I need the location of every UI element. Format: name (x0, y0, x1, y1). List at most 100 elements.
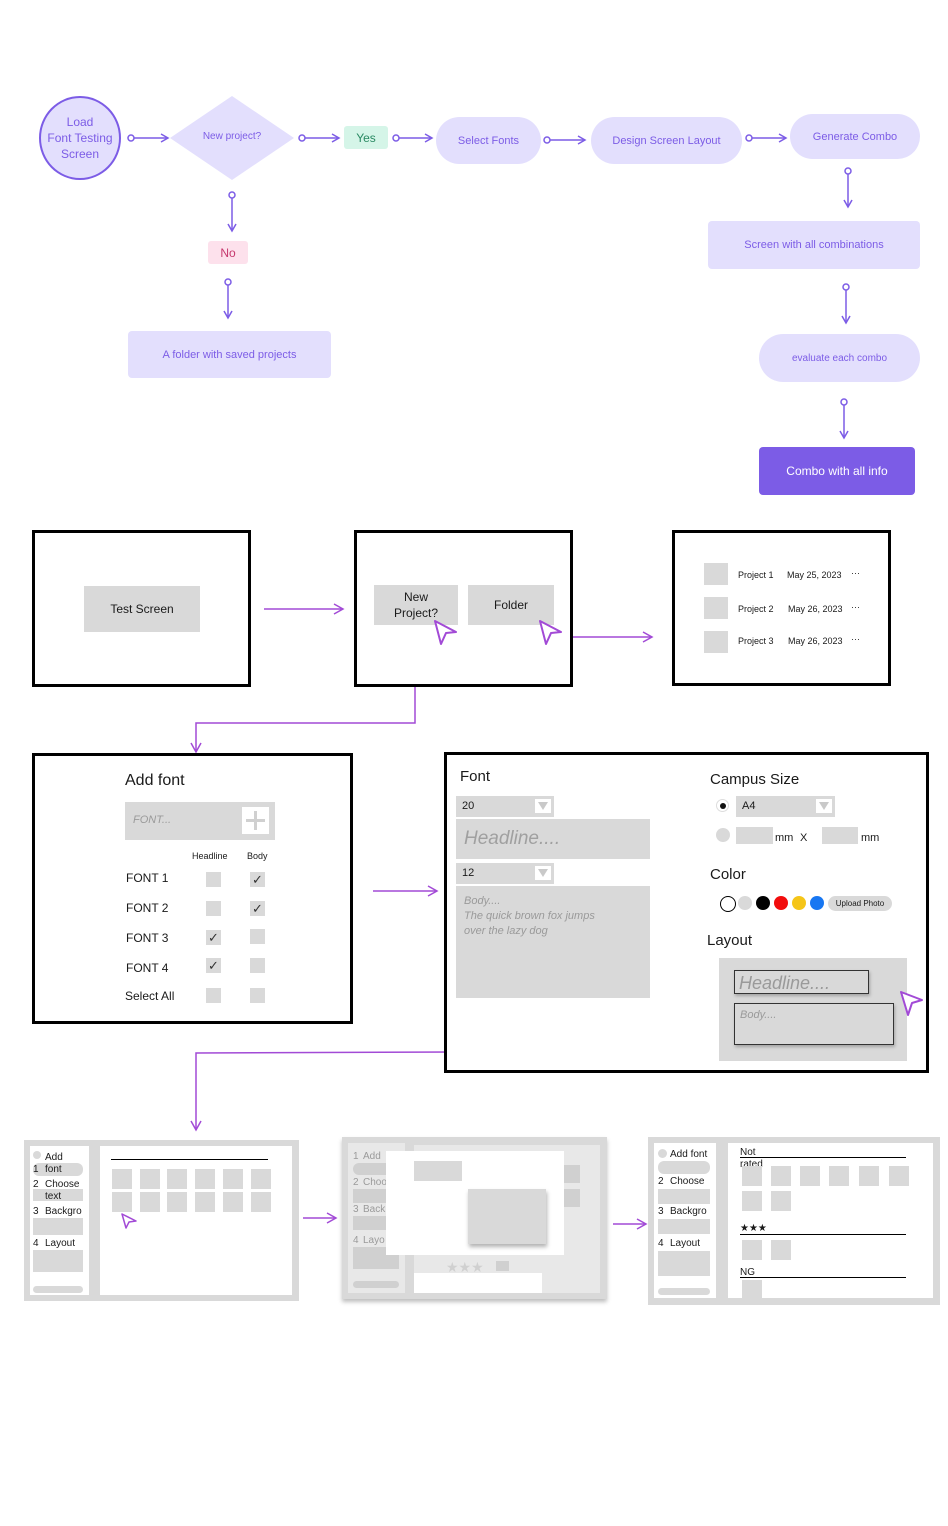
step-label[interactable]: Choose (45, 1179, 80, 1190)
divider (740, 1234, 906, 1235)
step-label[interactable]: Add (45, 1152, 63, 1163)
step-label[interactable]: font (45, 1164, 62, 1175)
combo-tile[interactable] (223, 1169, 243, 1189)
add-font-button[interactable] (242, 807, 269, 834)
step-number: 3 (658, 1206, 664, 1217)
combo-tile[interactable] (889, 1166, 909, 1186)
step-number: 2 (33, 1179, 39, 1190)
body-preview: Body.... The quick brown fox jumps over … (456, 886, 650, 998)
more-icon[interactable]: ··· (851, 634, 860, 644)
combo-tile[interactable] (251, 1192, 271, 1212)
headline-checkbox[interactable]: ✓ (206, 958, 221, 973)
combo-tile[interactable] (167, 1169, 187, 1189)
combo-tile[interactable] (112, 1169, 132, 1189)
color-swatch-blue[interactable] (810, 896, 824, 910)
thumb-rated-screen: Add font 2 Choose 3 Backgro 4 Layout Not… (648, 1137, 940, 1305)
project-name[interactable]: Project 2 (738, 604, 774, 614)
project-thumb (704, 563, 728, 585)
canvas-preset-select[interactable]: A4 (736, 796, 835, 817)
size-x-label: X (800, 832, 808, 844)
combo-tile[interactable] (223, 1192, 243, 1212)
headline-checkbox[interactable]: ✓ (206, 930, 221, 945)
next-button[interactable] (33, 1286, 83, 1293)
step-label[interactable]: Back (363, 1204, 386, 1215)
color-swatch-white[interactable] (720, 896, 736, 912)
more-icon[interactable]: ··· (851, 602, 860, 612)
wire-add-font: Add font FONT... Headline Body FONT 1 ✓ … (32, 753, 353, 1024)
headline-size-value: 20 (462, 800, 475, 812)
headline-size-select[interactable]: 20 (456, 796, 554, 817)
color-swatch-black[interactable] (756, 896, 770, 910)
combo-tile[interactable] (859, 1166, 879, 1186)
step-label[interactable]: Backgro (670, 1206, 707, 1217)
step-label[interactable]: Choose (670, 1176, 705, 1187)
body-size-select[interactable]: 12 (456, 863, 554, 884)
combo-tile[interactable] (771, 1191, 791, 1211)
combo-tile[interactable] (167, 1192, 187, 1212)
layout-headline-box[interactable]: Headline.... (734, 970, 869, 994)
project-name[interactable]: Project 3 (738, 636, 774, 646)
combo-tile[interactable] (140, 1192, 160, 1212)
body-checkbox[interactable]: ✓ (250, 872, 265, 887)
preset-radio[interactable] (716, 799, 729, 812)
headline-checkbox[interactable] (206, 901, 221, 916)
combo-tile[interactable] (771, 1240, 791, 1260)
test-screen-button[interactable]: Test Screen (84, 586, 200, 632)
combo-tile[interactable] (195, 1192, 215, 1212)
step-bar (33, 1163, 83, 1176)
step-label[interactable]: Layout (45, 1238, 76, 1249)
height-input[interactable] (822, 827, 858, 844)
color-title: Color (710, 866, 746, 883)
headline-checkbox[interactable] (206, 872, 221, 887)
next-button[interactable] (353, 1281, 399, 1288)
project-thumb (704, 597, 728, 619)
add-font-title: Add font (125, 772, 185, 789)
project-name[interactable]: Project 1 (738, 570, 774, 580)
body-checkbox[interactable] (250, 958, 265, 973)
headline-checkbox[interactable] (206, 988, 221, 1003)
color-swatch-grey[interactable] (738, 896, 752, 910)
font-input[interactable]: FONT... (125, 802, 275, 840)
combo-tile[interactable] (771, 1166, 791, 1186)
yes-tag: Yes (344, 126, 388, 149)
combo-tile[interactable] (140, 1169, 160, 1189)
combo-tile[interactable] (829, 1166, 849, 1186)
step-number: 2 (658, 1176, 664, 1187)
combo-tile[interactable] (742, 1166, 762, 1186)
color-swatch-yellow[interactable] (792, 896, 806, 910)
font-row-label: FONT 3 (126, 931, 169, 945)
new-project-button[interactable]: New Project? (374, 585, 458, 625)
step-number: 4 (353, 1235, 359, 1246)
flag-icon[interactable] (496, 1261, 509, 1271)
body-checkbox[interactable] (250, 929, 265, 944)
combo-tile[interactable] (195, 1169, 215, 1189)
more-icon[interactable]: ··· (851, 568, 860, 578)
upload-photo-button[interactable]: Upload Photo (828, 896, 892, 911)
folder-button[interactable]: Folder (468, 585, 554, 625)
layout-body-box[interactable]: Body.... (734, 1003, 894, 1045)
step-label[interactable]: Layout (670, 1238, 701, 1249)
step-label[interactable]: Add font (670, 1149, 708, 1160)
color-swatch-red[interactable] (774, 896, 788, 910)
step-label[interactable]: Choo (363, 1177, 387, 1188)
combo-tile[interactable] (800, 1166, 820, 1186)
width-unit: mm (775, 832, 794, 844)
chevron-down-icon (535, 799, 551, 813)
next-button[interactable] (658, 1288, 710, 1295)
combo-tile[interactable] (742, 1240, 762, 1260)
step-label[interactable]: Add (363, 1151, 381, 1162)
combo-tile[interactable] (742, 1191, 762, 1211)
body-checkbox[interactable]: ✓ (250, 901, 265, 916)
combo-tile[interactable] (112, 1192, 132, 1212)
thumb-grid-screen: Add 1 font 2 Choose text 3 Backgro 4 Lay… (24, 1140, 299, 1301)
body-checkbox[interactable] (250, 988, 265, 1003)
step-label[interactable]: Backgro (45, 1206, 82, 1217)
star-rating[interactable]: ★★★ (446, 1259, 484, 1275)
step-label[interactable]: Layo (363, 1235, 385, 1246)
combo-tile[interactable] (251, 1169, 271, 1189)
width-input[interactable] (736, 827, 773, 844)
custom-size-radio[interactable] (716, 828, 730, 842)
font-input-placeholder: FONT... (133, 814, 172, 826)
divider (111, 1159, 268, 1160)
combo-tile[interactable] (742, 1280, 762, 1298)
